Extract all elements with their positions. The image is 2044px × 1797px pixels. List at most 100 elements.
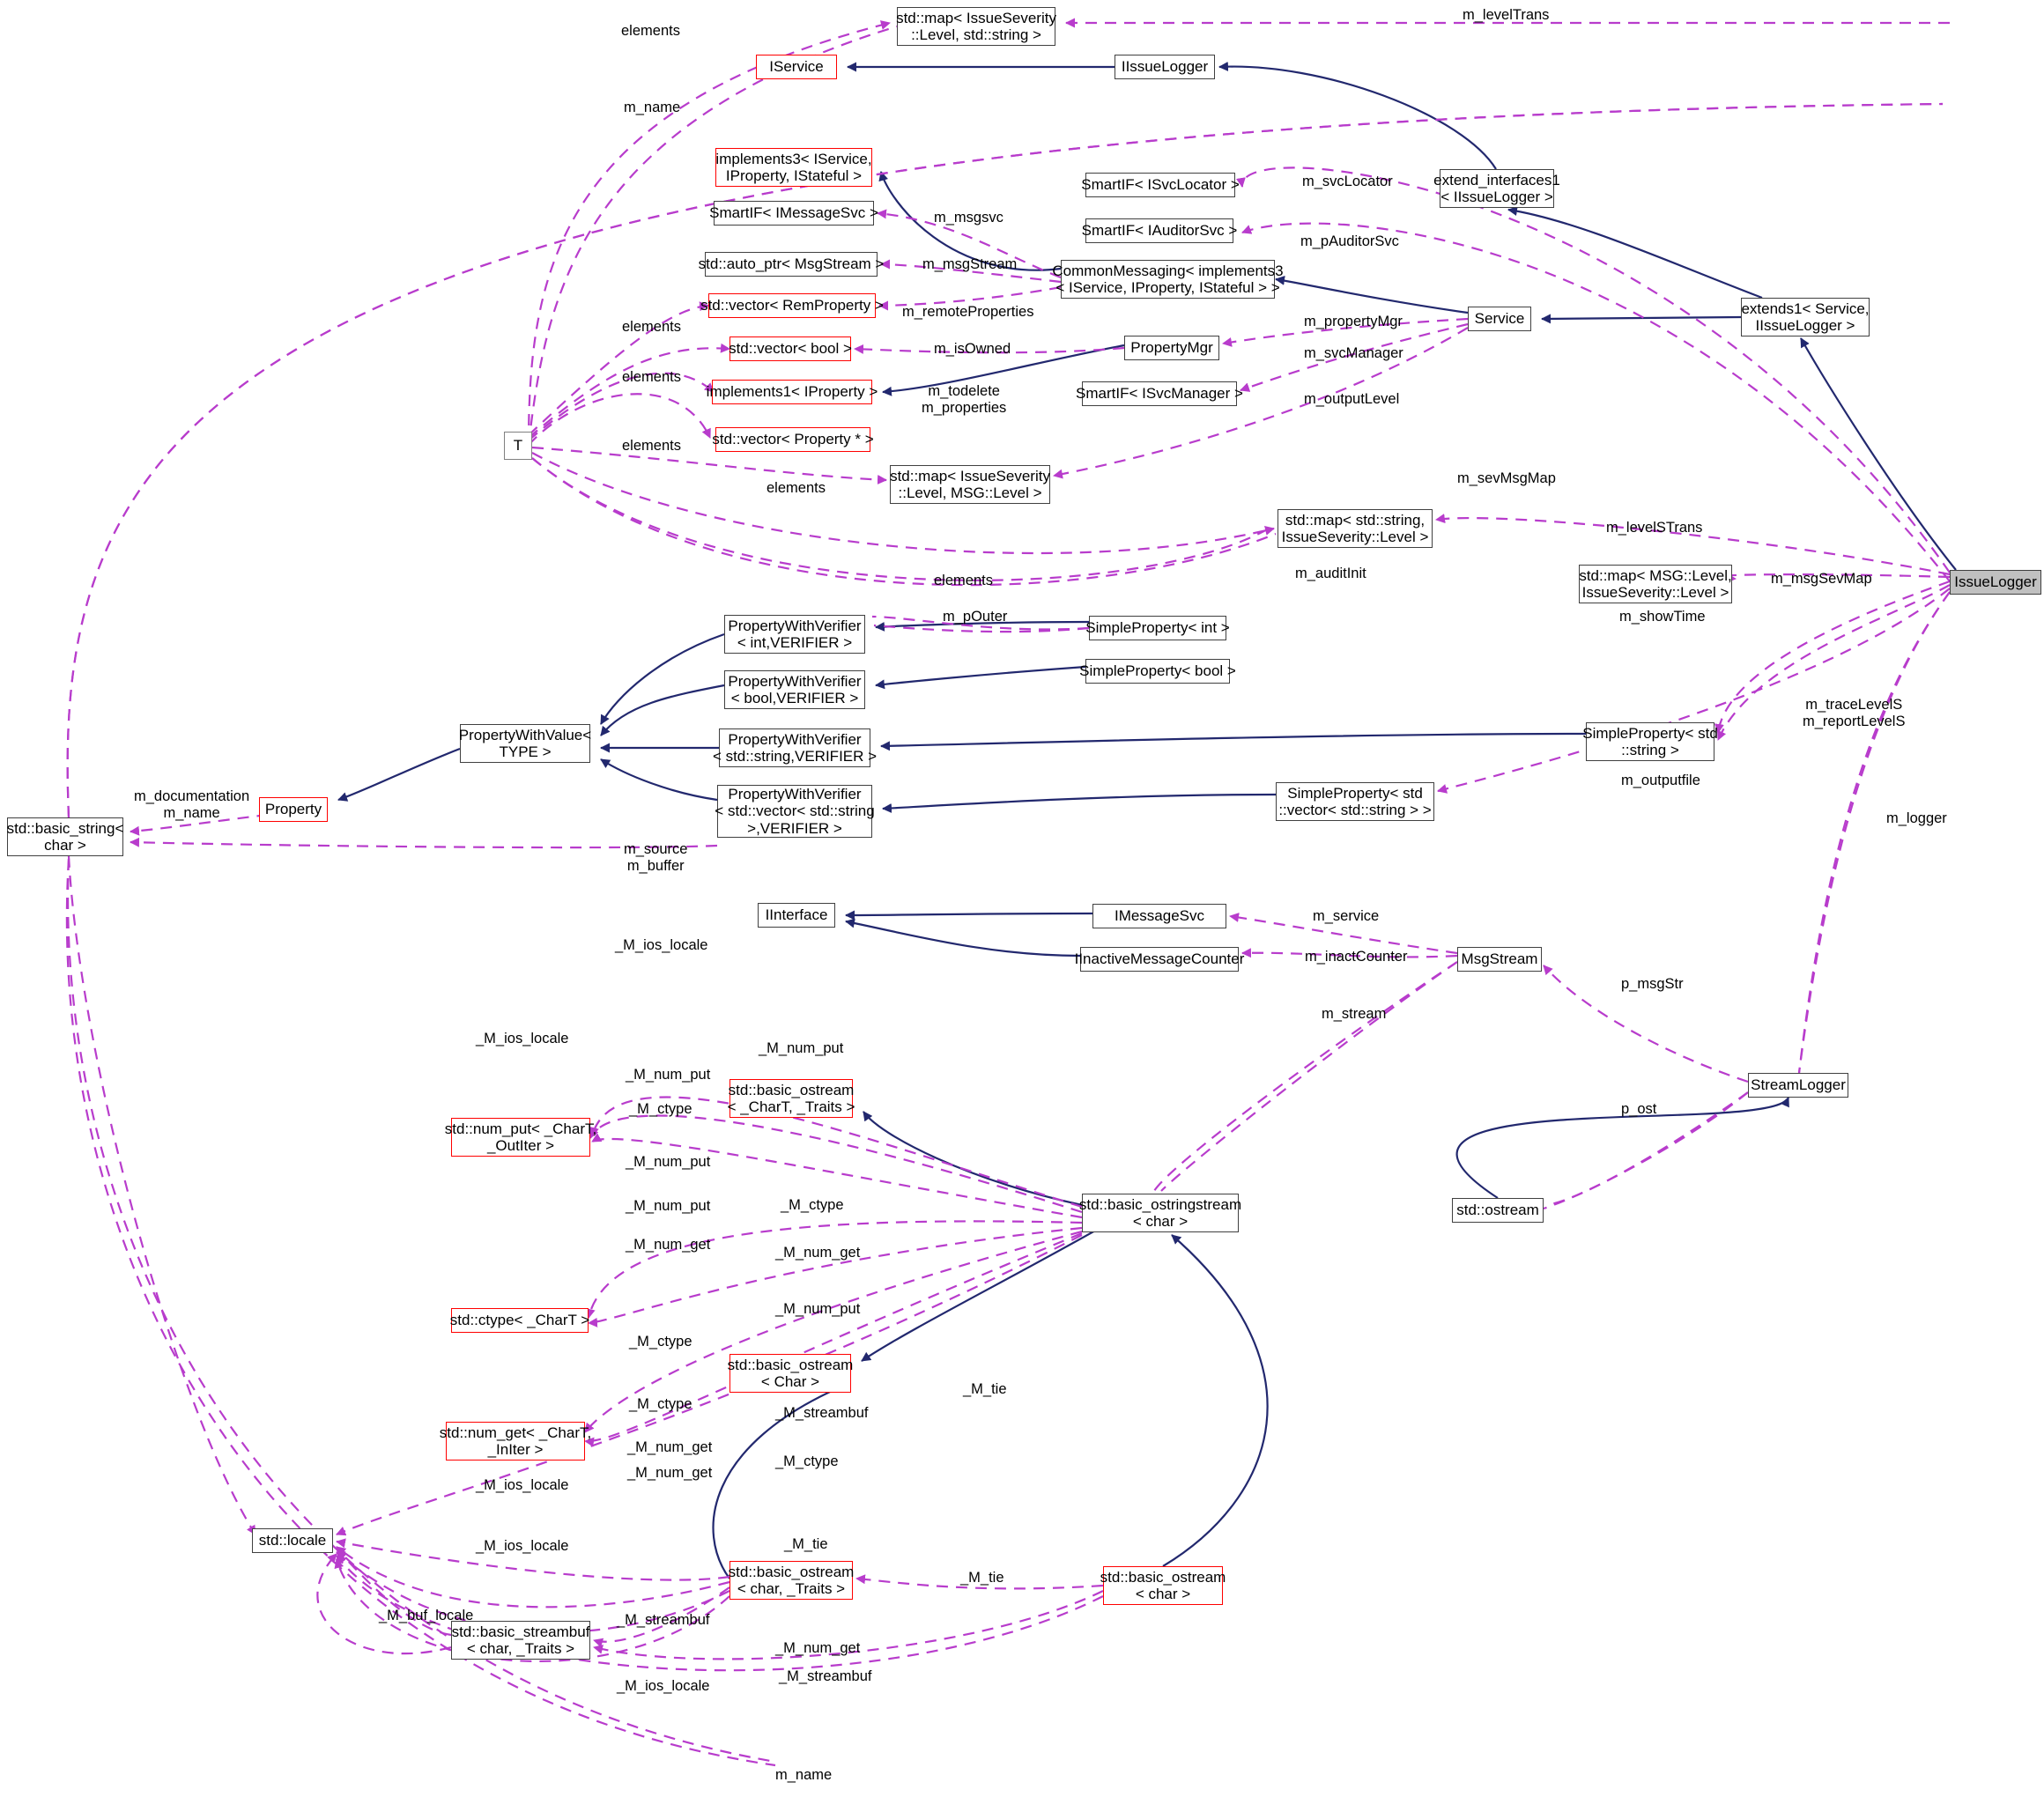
edge-label-lbl_m_pOuter: m_pOuter: [943, 609, 1008, 625]
edge-label-lbl_m_levelTrans_top: m_levelTrans: [1463, 7, 1550, 23]
class-node-imessagesvc[interactable]: IMessageSvc: [1092, 904, 1226, 928]
edge-label-lbl__M_streambuf_3: _M_streambuf: [779, 1668, 872, 1684]
edge-label-lbl_p_msgStr: p_msgStr: [1621, 976, 1684, 992]
edge-label-lbl_m_service: m_service: [1313, 908, 1380, 924]
usage-edges-tails: [65, 25, 1951, 1767]
class-node-basic_ostream_chart_traits[interactable]: std::basic_ostream < _CharT, _Traits >: [728, 1079, 855, 1118]
class-node-propertymgr[interactable]: PropertyMgr: [1124, 336, 1219, 360]
edge-label-lbl__M_tie_1: _M_tie: [963, 1381, 1007, 1397]
class-node-smartif_isvcmanager[interactable]: SmartIF< ISvcManager >: [1076, 381, 1243, 406]
edge-label-lbl_m_pAuditorSvc: m_pAuditorSvc: [1300, 233, 1399, 249]
class-node-simpleproperty_string[interactable]: SimpleProperty< std ::string >: [1582, 722, 1718, 761]
edge-label-lbl__M_ios_locale_5: _M_ios_locale: [617, 1678, 710, 1694]
class-node-smartif_imessagesvc[interactable]: SmartIF< IMessageSvc >: [709, 201, 878, 226]
class-node-basic_streambuf_char[interactable]: std::basic_streambuf < char, _Traits >: [451, 1621, 590, 1660]
class-node-extends1_service[interactable]: extends1< Service, IIssueLogger >: [1741, 298, 1870, 336]
edge-label-lbl_m_msgStream: m_msgStream: [922, 256, 1018, 272]
class-node-implements1_iproperty[interactable]: implements1< IProperty >: [707, 380, 878, 404]
edge-label-lbl_elements_5: elements: [766, 480, 826, 496]
edge-label-lbl__M_ctype_2: _M_ctype: [781, 1197, 844, 1213]
edge-label-lbl__M_num_put_2: _M_num_put: [626, 1067, 711, 1083]
edge-label-lbl_m_name_bottom: m_name: [775, 1767, 833, 1783]
edge-label-lbl__M_num_get_1: _M_num_get: [626, 1237, 711, 1253]
class-node-pwv_bool[interactable]: PropertyWithVerifier < bool,VERIFIER >: [724, 670, 865, 709]
class-node-autoptr_msgstream[interactable]: std::auto_ptr< MsgStream >: [699, 252, 884, 277]
edge-label-lbl__M_ios_locale_3: _M_ios_locale: [476, 1477, 569, 1493]
class-node-iinterface[interactable]: IInterface: [758, 903, 835, 928]
class-node-basic_ostream_char[interactable]: std::basic_ostream < char >: [1100, 1566, 1226, 1605]
class-node-service[interactable]: Service: [1468, 307, 1531, 331]
class-node-pwv_vecstring[interactable]: PropertyWithVerifier < std::vector< std:…: [715, 785, 875, 838]
edge-label-lbl__M_ios_locale_2: _M_ios_locale: [476, 1031, 569, 1046]
edge-label-lbl__M_ctype_5: _M_ctype: [775, 1453, 839, 1469]
class-node-basic_ostream_char_traits[interactable]: std::basic_ostream < char, _Traits >: [729, 1561, 854, 1600]
class-node-commonmessaging[interactable]: CommonMessaging< implements3 < IService,…: [1052, 260, 1284, 299]
edge-label-lbl_elements_2: elements: [622, 319, 681, 335]
class-node-T[interactable]: T: [504, 432, 532, 460]
edge-label-lbl__M_streambuf_2: _M_streambuf: [617, 1612, 710, 1628]
edge-label-lbl_m_auditInit: m_auditInit: [1295, 566, 1366, 581]
class-node-implements3[interactable]: implements3< IService, IProperty, IState…: [715, 148, 872, 187]
edge-label-lbl__M_streambuf_1: _M_streambuf: [775, 1405, 869, 1421]
edge-label-lbl__M_num_put_3: _M_num_put: [626, 1154, 711, 1170]
class-node-pwv_string[interactable]: PropertyWithVerifier < std::string,VERIF…: [713, 728, 877, 767]
class-node-basic_ostringstream_char[interactable]: std::basic_ostringstream < char >: [1079, 1194, 1241, 1232]
class-node-map_sev_string[interactable]: std::map< IssueSeverity ::Level, std::st…: [896, 7, 1056, 46]
class-node-streamlogger[interactable]: StreamLogger: [1748, 1073, 1848, 1098]
class-node-basic_string_char[interactable]: std::basic_string< char >: [7, 817, 123, 856]
class-node-iservice[interactable]: IService: [756, 55, 837, 79]
class-node-iissuelogger[interactable]: IIssueLogger: [1115, 55, 1215, 79]
edge-label-lbl_p_ost: p_ost: [1621, 1101, 1657, 1117]
class-node-std_locale[interactable]: std::locale: [252, 1528, 333, 1553]
edge-label-lbl_m_svcLocator: m_svcLocator: [1302, 174, 1393, 189]
class-node-simpleproperty_vecstring[interactable]: SimpleProperty< std ::vector< std::strin…: [1276, 782, 1434, 821]
edge-label-lbl__M_ctype_3: _M_ctype: [629, 1334, 692, 1350]
edge-label-lbl_m_showTime: m_showTime: [1619, 609, 1706, 625]
edge-label-lbl_m_outputfile: m_outputfile: [1621, 773, 1700, 788]
class-node-pwv_int[interactable]: PropertyWithVerifier < int,VERIFIER >: [724, 615, 865, 654]
edge-label-lbl_m_isOwned: m_isOwned: [934, 341, 1011, 357]
class-node-simpleproperty_bool[interactable]: SimpleProperty< bool >: [1079, 659, 1236, 684]
edge-label-lbl__M_buf_locale: _M_buf_locale: [379, 1608, 474, 1623]
class-node-iinactivemessagecounter[interactable]: IInactiveMessageCounter: [1075, 947, 1244, 972]
class-node-pwvalue_type[interactable]: PropertyWithValue< TYPE >: [459, 724, 591, 763]
class-node-issuelogger[interactable]: IssueLogger: [1950, 570, 2041, 595]
class-node-simpleproperty_int[interactable]: SimpleProperty< int >: [1085, 616, 1230, 640]
class-node-num_put_chart[interactable]: std::num_put< _CharT, _OutIter >: [445, 1118, 596, 1157]
class-node-property[interactable]: Property: [259, 797, 328, 822]
class-node-extend_interfaces1[interactable]: extend_interfaces1 < IIssueLogger >: [1433, 169, 1560, 208]
edge-label-lbl__M_tie_2: _M_tie: [784, 1536, 828, 1552]
edge-label-lbl_m_source: m_source m_buffer: [624, 841, 688, 874]
class-node-map_msg_sev[interactable]: std::map< MSG::Level, IssueSeverity::Lev…: [1579, 565, 1732, 603]
edge-label-lbl__M_ctype_4: _M_ctype: [629, 1396, 692, 1412]
edge-label-lbl__M_num_get_4: _M_num_get: [627, 1465, 713, 1481]
class-node-std_ostream[interactable]: std::ostream: [1452, 1198, 1544, 1223]
edge-label-lbl_elements_4: elements: [622, 438, 681, 454]
edge-label-lbl_elements_1: elements: [621, 23, 680, 39]
edge-label-lbl_m_stream: m_stream: [1322, 1006, 1387, 1022]
edge-label-lbl_m_levelSTrans: m_levelSTrans: [1606, 520, 1703, 536]
class-node-ctype_chart[interactable]: std::ctype< _CharT >: [450, 1308, 589, 1333]
class-node-smartif_iauditorsvc[interactable]: SmartIF< IAuditorSvc >: [1082, 218, 1237, 243]
class-node-map_sev_msg[interactable]: std::map< IssueSeverity ::Level, MSG::Le…: [890, 465, 1050, 504]
class-node-vector_property_ptr[interactable]: std::vector< Property * >: [712, 427, 874, 452]
edge-label-lbl__M_num_put_4: _M_num_put: [626, 1198, 711, 1214]
class-node-smartif_isvclocator[interactable]: SmartIF< ISvcLocator >: [1081, 173, 1240, 197]
edge-label-lbl_m_todelete: m_todelete m_properties: [922, 383, 1007, 416]
edge-label-lbl_elements_6: elements: [934, 573, 993, 588]
class-node-num_get_chart[interactable]: std::num_get< _CharT, _InIter >: [440, 1422, 591, 1461]
usage-edges: [66, 18, 1951, 1764]
class-node-vector_bool[interactable]: std::vector< bool >: [729, 336, 852, 361]
edge-label-lbl_m_name_top: m_name: [624, 100, 681, 115]
class-node-msgstream[interactable]: MsgStream: [1457, 947, 1542, 972]
edge-label-lbl__M_num_get_5: _M_num_get: [775, 1640, 861, 1656]
class-node-vector_remproperty[interactable]: std::vector< RemProperty >: [700, 293, 884, 318]
edge-label-lbl_m_logger: m_logger: [1886, 810, 1947, 826]
class-node-basic_ostream_Char[interactable]: std::basic_ostream < Char >: [728, 1354, 853, 1393]
edge-label-lbl_m_remoteProperties: m_remoteProperties: [902, 304, 1034, 320]
edge-label-lbl_m_inactCounter: m_inactCounter: [1305, 949, 1408, 965]
class-node-map_string_sev[interactable]: std::map< std::string, IssueSeverity::Le…: [1278, 509, 1433, 548]
edge-label-lbl__M_num_put_5: _M_num_put: [775, 1301, 861, 1317]
edge-label-lbl__M_tie_3: _M_tie: [960, 1570, 1004, 1586]
